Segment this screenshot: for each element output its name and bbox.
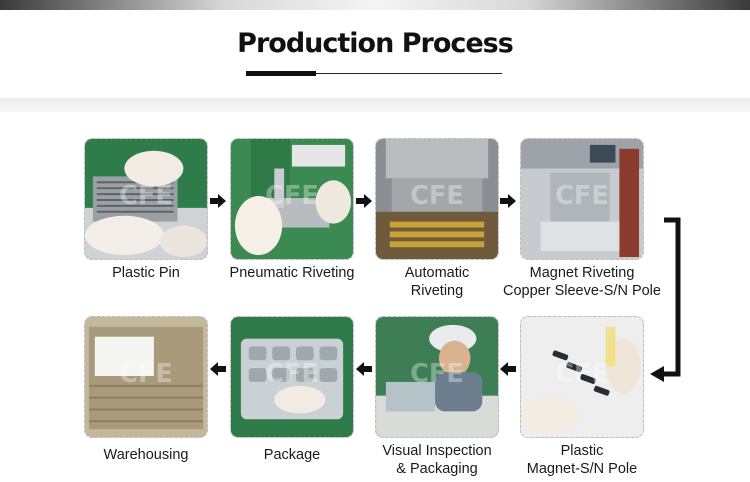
step-label-1: Plastic Pin — [112, 265, 180, 281]
step-photo-plastic-magnet: CFE — [520, 316, 644, 438]
step-label-6: Visual Inspection & Packaging — [382, 443, 492, 477]
arrow-left-icon — [500, 362, 516, 376]
title-underline-accent — [246, 71, 316, 76]
step-label-4: Magnet Riveting Copper Sleeve-S/N Pole — [503, 265, 661, 299]
watermark-text: CFE — [555, 359, 609, 389]
step-label-3: Automatic Riveting — [404, 265, 470, 299]
watermark-text: CFE — [555, 181, 609, 211]
step-photo-visual-inspection: CFE — [375, 316, 499, 438]
section-divider-band — [0, 98, 750, 112]
arrow-right-icon — [500, 194, 516, 208]
arrow-left-icon — [356, 362, 372, 376]
top-decor-strip — [0, 0, 750, 10]
step-photo-plastic-pin: CFE — [84, 138, 208, 260]
step-photo-magnet-riveting: CFE — [520, 138, 644, 260]
arrow-right-icon — [356, 194, 372, 208]
arrow-left-icon — [210, 362, 226, 376]
step-photo-package: CFE — [230, 316, 354, 438]
step-label-8: Warehousing — [103, 447, 189, 463]
row-connector-arrow-icon — [650, 217, 681, 382]
arrow-right-icon — [210, 194, 226, 208]
watermark-text: CFE — [119, 181, 173, 211]
step-label-2: Pneumatic Riveting — [229, 265, 355, 281]
watermark-text: CFE — [265, 359, 319, 389]
step-photo-pneumatic-riveting: CFE — [230, 138, 354, 260]
watermark-text: CFE — [410, 181, 464, 211]
watermark-text: CFE — [410, 359, 464, 389]
step-label-7: Package — [263, 447, 321, 463]
step-photo-automatic-riveting: CFE — [375, 138, 499, 260]
page-title: Production Process — [237, 28, 514, 59]
watermark-text: CFE — [265, 181, 319, 211]
step-label-5: Plastic Magnet-S/N Pole — [526, 443, 638, 477]
watermark-text: CFE — [119, 359, 173, 389]
step-photo-warehousing: CFE — [84, 316, 208, 438]
header-band — [0, 10, 750, 98]
title-underline — [246, 73, 502, 74]
